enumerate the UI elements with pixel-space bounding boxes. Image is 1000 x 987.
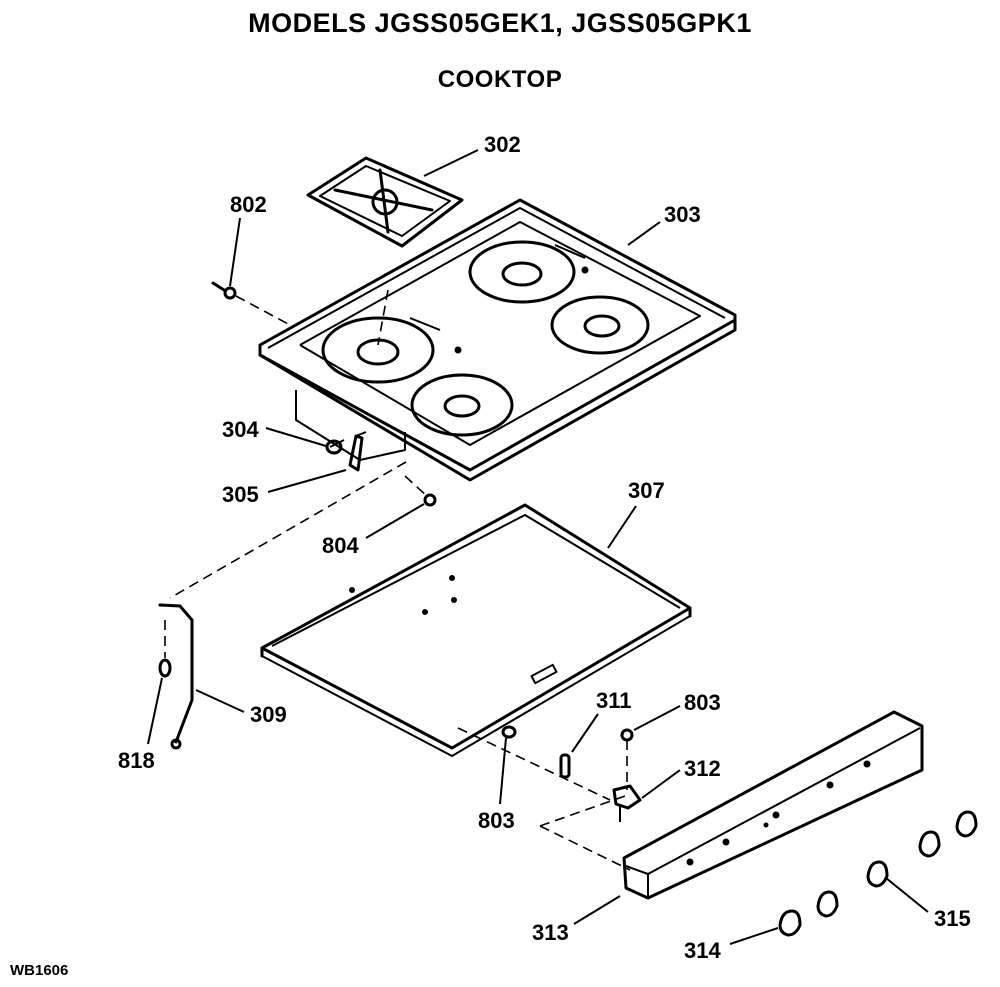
- callout-314: 314: [684, 938, 721, 963]
- callout-302: 302: [484, 132, 521, 157]
- manifold-panel-313-part: [622, 710, 924, 900]
- leader-803-left: [499, 737, 507, 805]
- leader-307: [607, 505, 637, 549]
- callout-312: 312: [684, 756, 721, 781]
- leader-312: [641, 769, 681, 799]
- diagram-subtitle: COOKTOP: [437, 66, 563, 93]
- knob-315-part: [866, 860, 889, 888]
- clip-818-part: [158, 620, 172, 678]
- callout-803-left: 803: [478, 808, 515, 833]
- callout-307: 307: [628, 478, 665, 503]
- knob-right-a-part: [918, 830, 941, 858]
- callout-315: 315: [934, 906, 971, 931]
- leader-314: [729, 927, 779, 945]
- screw-804-part: [404, 475, 437, 507]
- leader-315: [885, 877, 929, 913]
- screw-803-right-part: [620, 728, 634, 742]
- bracket-312-part: [612, 784, 642, 822]
- leader-804: [365, 503, 425, 539]
- callout-804: 804: [322, 533, 359, 558]
- leader-305: [267, 469, 347, 493]
- screw-802-part: [211, 281, 291, 326]
- spring-311-part: [559, 753, 571, 779]
- callout-313: 313: [532, 920, 569, 945]
- callout-309: 309: [250, 702, 287, 727]
- leader-803-right: [633, 705, 681, 731]
- alignment-line-grate: [377, 289, 389, 346]
- callout-802: 802: [230, 192, 267, 217]
- alignment-line-313a: [457, 727, 611, 801]
- callout-818: 818: [118, 748, 155, 773]
- alignment-line-309: [169, 461, 407, 599]
- leader-311: [571, 713, 599, 753]
- callout-303: 303: [664, 202, 701, 227]
- callout-305: 305: [222, 482, 259, 507]
- leader-304: [265, 427, 327, 447]
- screw-803-left-part: [501, 725, 517, 739]
- callout-311: 311: [596, 688, 632, 713]
- burner-box-tray-part: [260, 503, 692, 757]
- burner-grate-part: [306, 156, 464, 248]
- bracket-305-part: [348, 431, 367, 472]
- cooktop-main-top-part: [258, 198, 737, 482]
- leader-309: [195, 689, 245, 713]
- alignment-line-313c: [539, 825, 631, 871]
- reference-code: WB1606: [10, 962, 68, 979]
- leader-302: [423, 149, 479, 177]
- diagram-title: MODELS JGSS05GEK1, JGSS05GPK1: [248, 8, 752, 38]
- callout-803-right: 803: [684, 690, 721, 715]
- knob-314-part: [778, 909, 802, 937]
- knob-center-part: [816, 890, 839, 918]
- leader-818: [147, 677, 163, 745]
- callout-304: 304: [222, 417, 259, 442]
- knob-right-b-part: [955, 810, 978, 838]
- bracket-304-part: [325, 439, 345, 455]
- leader-802: [229, 217, 241, 287]
- support-rod-309-part: [158, 603, 194, 750]
- leader-313: [573, 895, 621, 925]
- leader-303: [627, 221, 661, 246]
